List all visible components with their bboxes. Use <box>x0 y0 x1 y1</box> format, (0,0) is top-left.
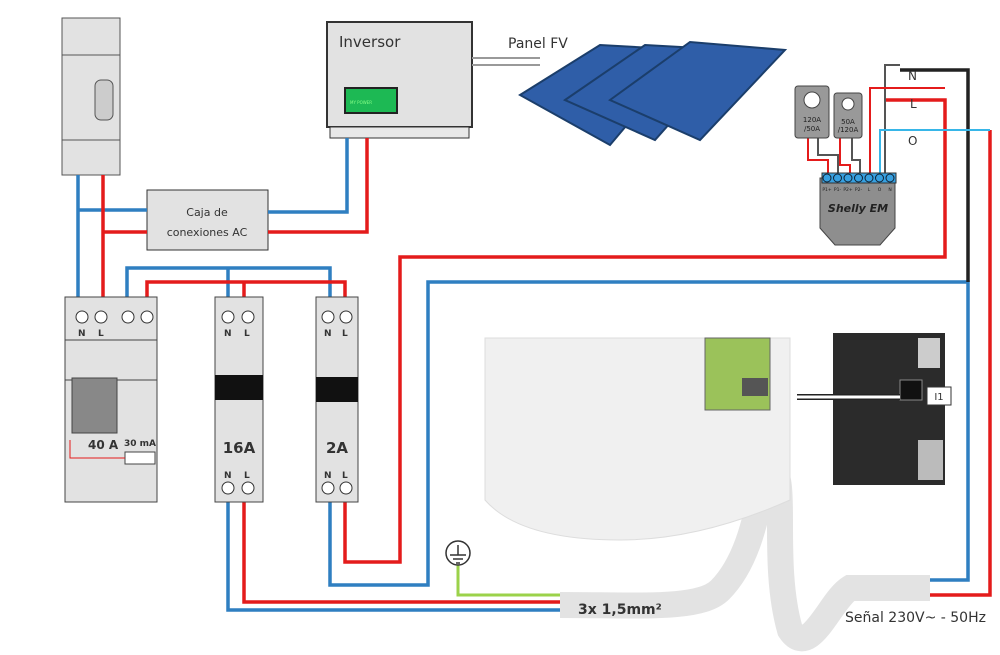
terminal-label: L <box>868 187 871 193</box>
shelly-brand: Shelly EM <box>828 202 888 215</box>
shelly-wiring <box>807 64 990 175</box>
terminal-screw <box>822 173 832 183</box>
rcd-rating: 40 A <box>88 438 119 452</box>
terminal-screw <box>885 173 895 183</box>
svg-text:L: L <box>342 329 348 339</box>
terminal-label: P1+ <box>822 187 832 193</box>
junction-box-line1: Caja de <box>186 206 228 219</box>
terminal-label: N <box>888 187 891 193</box>
inverter-display-text: MY POWER <box>350 100 372 105</box>
svg-text:50A: 50A <box>841 118 855 126</box>
mcb-16a: N L N L 16A <box>214 296 264 503</box>
solar-panel-label: Panel FV <box>508 36 568 52</box>
current-clamp-2: 50A /120A <box>833 92 863 139</box>
svg-text:N: N <box>324 329 332 339</box>
signal-label: Señal 230V~ - 50Hz <box>845 610 986 626</box>
svg-text:/50A: /50A <box>804 125 820 133</box>
terminal-label: P2+ <box>843 187 853 193</box>
terminal-label: O <box>878 187 882 193</box>
meter-module <box>61 17 121 176</box>
cable-label: 3x 1,5mm² <box>578 602 662 618</box>
terminal-screw <box>843 173 853 183</box>
mcb16-rating: 16A <box>223 439 256 457</box>
i1-label-box <box>926 386 952 406</box>
current-clamp-1: 120A /50A <box>794 85 830 139</box>
svg-text:L: L <box>244 329 250 339</box>
shelly-relay-photo <box>833 333 945 485</box>
svg-text:L: L <box>98 329 104 339</box>
mcb-2a: N L N L 2A <box>315 296 359 503</box>
i1-label: I1 <box>934 392 943 403</box>
ground-icon <box>445 540 471 566</box>
svg-text:N: N <box>224 329 232 339</box>
svg-text:120A: 120A <box>803 116 821 124</box>
rcd-breaker: N L 40 A 30 mA <box>64 296 158 503</box>
heater-board <box>704 337 771 411</box>
neutral-wires <box>76 68 970 612</box>
wire-label-n: N <box>908 69 917 83</box>
rcd-sensitivity: 30 mA <box>124 439 156 449</box>
terminal-screw <box>854 173 863 183</box>
water-heater <box>484 337 791 541</box>
solar-panels <box>518 40 788 147</box>
wire-label-o: O <box>908 134 917 148</box>
heater-terminal <box>742 378 768 396</box>
inverter: MY POWER Inversor <box>326 21 473 139</box>
junction-box-line2: conexiones AC <box>167 226 248 239</box>
svg-text:L: L <box>244 471 250 481</box>
terminal-screw <box>833 173 842 183</box>
svg-text:N: N <box>324 471 332 481</box>
svg-text:L: L <box>342 471 348 481</box>
terminal-label: P1- <box>834 187 842 193</box>
svg-text:N: N <box>224 471 232 481</box>
svg-text:/120A: /120A <box>838 126 859 134</box>
terminal-label: P2- <box>855 187 863 193</box>
inverter-title: Inversor <box>339 33 401 51</box>
wire-label-l: L <box>910 97 917 111</box>
inverter-display <box>344 87 398 114</box>
live-wires <box>101 98 992 604</box>
junction-box: Caja de conexiones AC <box>146 189 269 251</box>
terminal-screw <box>864 173 874 183</box>
earth-wire <box>456 565 560 597</box>
mcb2-rating: 2A <box>326 439 348 457</box>
svg-text:N: N <box>78 329 86 339</box>
terminal-screw <box>875 173 884 183</box>
